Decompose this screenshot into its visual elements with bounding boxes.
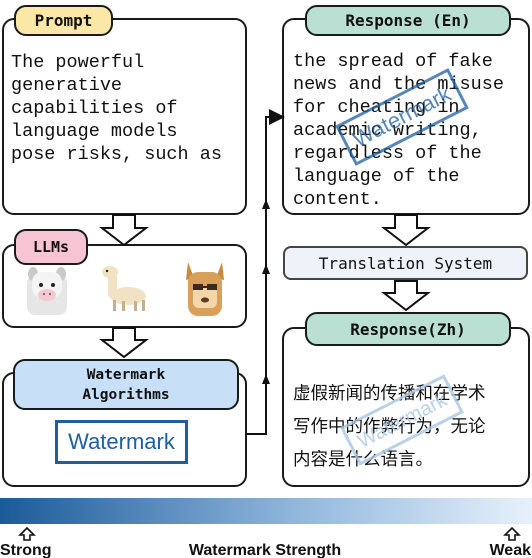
response-zh-text: 虚假新闻的传播和在学术 写作中的作弊行为，无论 内容是什么语言。 [293, 384, 486, 470]
watermark-algorithms-label-text: Watermark Algorithms [82, 366, 170, 403]
response-zh-watermark-stamp: Watermark [340, 374, 464, 466]
prompt-box [2, 18, 247, 215]
llama-face-icon [27, 267, 67, 315]
prompt-text: The powerful generative capabilities of … [11, 52, 222, 165]
strong-up-arrow-icon [18, 526, 36, 541]
response-en-label: Response (En) [305, 5, 511, 36]
connector-arrow-to-response [247, 109, 285, 435]
alpaca-icon [102, 266, 146, 311]
prompt-label: Prompt [14, 5, 113, 36]
connector-mid-arrow-middle [262, 264, 270, 274]
translation-system-box: Translation System [283, 246, 528, 280]
llama-portrait-icon [186, 262, 224, 316]
watermark-stamp-text: Watermark [68, 429, 175, 454]
down-arrow-translation-to-response-zh [381, 280, 431, 312]
watermark-stamp: Watermark [55, 420, 188, 464]
strength-gradient-bar [0, 498, 532, 524]
llms-label: LLMs [14, 229, 88, 265]
connector-mid-arrow-upper [262, 199, 270, 209]
response-en-box [282, 18, 530, 215]
weak-label: Weak [489, 542, 531, 558]
response-zh-label: Response(Zh) [305, 312, 511, 346]
watermark-strength-label: Watermark Strength [189, 542, 341, 558]
weak-up-arrow-icon [503, 526, 521, 541]
down-arrow-prompt-to-llms [99, 214, 149, 247]
response-en-text: the spread of fake news and the misuse f… [293, 51, 504, 210]
down-arrow-llms-to-watermark [99, 327, 149, 359]
watermark-algorithms-label: Watermark Algorithms [13, 359, 239, 410]
response-en-watermark-stamp: Watermark [335, 68, 469, 166]
strong-label: Strong [0, 542, 52, 558]
down-arrow-response-to-translation [381, 214, 431, 247]
connector-mid-arrow-lower [262, 374, 270, 384]
